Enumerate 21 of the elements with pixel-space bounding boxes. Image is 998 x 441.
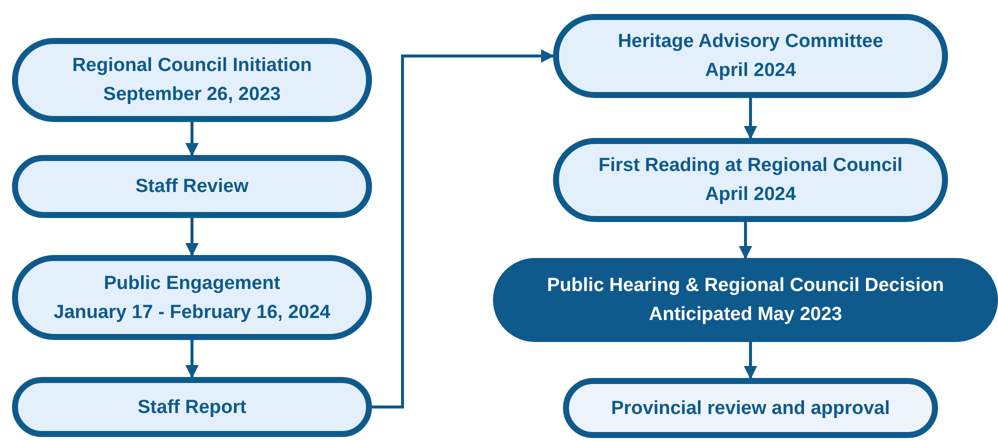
step-title: Staff Report xyxy=(138,396,246,420)
arrow xyxy=(185,122,199,156)
arrow xyxy=(744,98,758,140)
step-title: Public Engagement xyxy=(104,272,280,296)
step-title: Staff Review xyxy=(136,175,248,199)
step-date: September 26, 2023 xyxy=(103,83,281,107)
step-date: April 2024 xyxy=(705,59,796,83)
step-title: Provincial review and approval xyxy=(611,396,890,420)
step-date: Anticipated May 2023 xyxy=(648,303,842,327)
step-title: Heritage Advisory Committee xyxy=(618,30,884,54)
step-date: April 2024 xyxy=(705,183,796,207)
arrow xyxy=(744,342,758,380)
arrow xyxy=(185,340,199,378)
step-title: Public Hearing & Regional Council Decision xyxy=(547,274,944,298)
arrow xyxy=(185,218,199,256)
step-title: First Reading at Regional Council xyxy=(598,154,903,178)
step-date: January 17 - February 16, 2024 xyxy=(54,300,330,324)
step-title: Regional Council Initiation xyxy=(72,54,312,78)
arrow xyxy=(738,222,752,260)
arrow xyxy=(372,49,554,408)
highlighted-step-box xyxy=(493,258,998,342)
